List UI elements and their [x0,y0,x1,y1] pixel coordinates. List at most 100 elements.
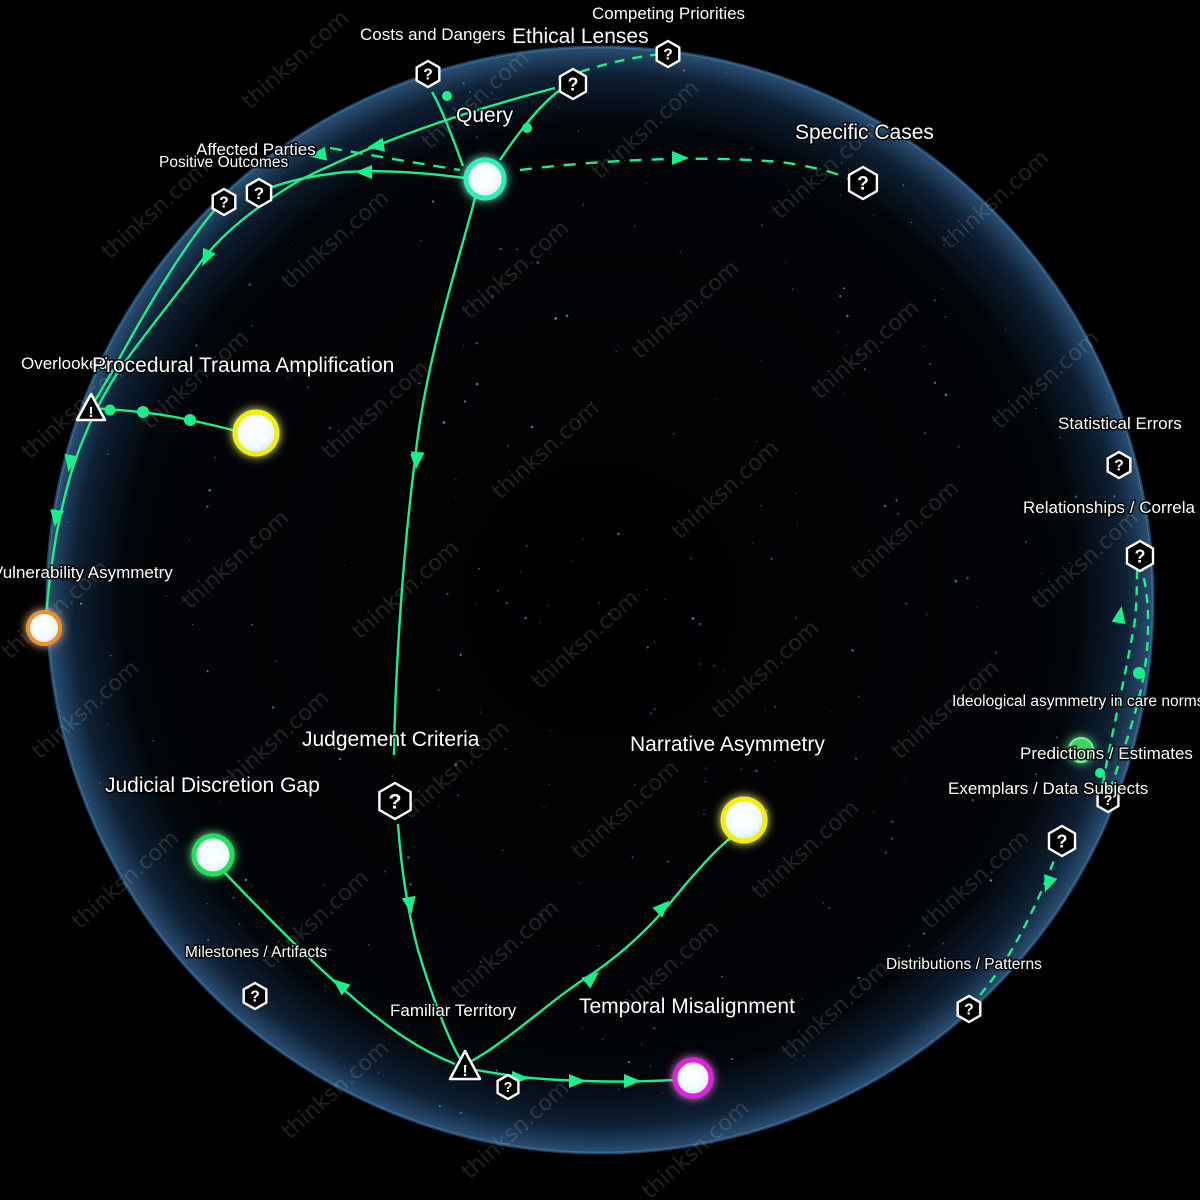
star [418,382,420,385]
relationships-icon[interactable]: ? [1125,539,1155,573]
star [828,907,830,909]
star [724,739,727,742]
star [618,1088,620,1090]
star [759,504,763,507]
label-competing-priorities: Competing Priorities [592,4,745,23]
positive-outcomes-icon[interactable]: ? [211,187,237,217]
milestones-icon[interactable]: ? [242,981,268,1011]
star [604,978,606,980]
edge-judicial-to-familiar [223,871,456,1066]
star [721,975,723,978]
procedural-trauma-node[interactable] [232,409,280,457]
star [598,601,601,604]
star [460,1111,463,1114]
competing-priorities-icon[interactable]: ? [655,39,681,69]
label-overlooked: Overlooked [21,354,108,373]
star [755,769,758,773]
judicial-discretion-node[interactable] [191,833,235,877]
star [664,598,666,600]
label-layer: Competing Priorities Costs and Dangers E… [0,3,1200,1022]
star [933,299,936,302]
star [479,711,482,714]
ethical-lenses-icon[interactable]: ? [558,67,588,101]
star [525,545,528,548]
query-node[interactable] [463,157,507,201]
label-narrative-asymmetry: Narrative Asymmetry [630,733,825,756]
edge-distributions-to-exemplars [979,857,1057,996]
warning-icon[interactable]: ! [448,1049,482,1081]
star [1034,407,1037,410]
judgement-criteria-icon[interactable]: ? [378,781,412,821]
star [1068,562,1071,565]
statistical-errors-icon[interactable]: ? [1106,450,1132,480]
question-mark-glyph: ? [663,46,673,63]
star [446,592,449,596]
costs-dangers-icon[interactable]: ? [415,59,441,89]
label-familiar-territory: Familiar Territory [390,1001,517,1020]
warning-icon[interactable]: ! [75,392,107,422]
edge-dot [184,414,196,426]
star [407,856,410,859]
question-mark-glyph: ? [1135,546,1146,566]
star [941,942,945,945]
star [232,896,235,899]
edge-query-to-ethical-lenses [499,89,561,161]
star [691,617,695,620]
star [878,570,880,572]
star [837,331,839,333]
star [649,712,653,715]
predictions-icon[interactable]: ? [1047,824,1077,858]
star [725,71,727,73]
exemplars-icon[interactable]: ? [1096,786,1120,814]
star [543,807,545,809]
star [843,392,845,395]
vulnerability-asymmetry-node[interactable] [26,610,62,646]
star [206,670,209,673]
star [518,474,520,476]
star [910,221,912,223]
star [287,376,289,379]
star [994,651,998,654]
star [768,161,772,165]
star [796,522,799,525]
star [546,605,549,607]
label-relationships: Relationships / Correla [1023,498,1196,517]
star [722,670,725,672]
star [801,998,803,1000]
star [442,421,446,424]
star [437,689,440,691]
star [941,287,943,289]
star [689,557,693,560]
star [839,295,842,298]
narrative-asymmetry-node[interactable] [720,796,768,844]
star [923,932,926,935]
star [463,344,465,346]
edge-dot [442,91,452,101]
affected-parties-icon[interactable]: ? [245,177,273,209]
star [643,999,645,1002]
temporal-misalignment-node[interactable] [672,1057,714,1099]
star [873,811,875,813]
question-mark-glyph: ? [1104,793,1113,809]
star [578,882,581,884]
star [857,977,860,980]
star [846,344,848,346]
warning-nodes: ! ! [75,392,482,1081]
edge-arrow [672,151,689,165]
ideological-asymmetry-node[interactable] [1068,737,1094,763]
star [536,261,539,264]
star [977,668,979,671]
star [649,1065,652,1067]
label-procedural-trauma: Procedural Trauma Amplification [92,354,394,377]
star [759,360,762,362]
star [272,706,275,709]
star [455,478,457,480]
specific-cases-icon[interactable]: ? [847,165,879,201]
label-query: Query [456,104,514,127]
distributions-icon[interactable]: ? [956,994,982,1024]
star [971,799,975,802]
familiar-territory-icon[interactable]: ? [496,1073,520,1101]
star [679,251,682,254]
warning-icon-glyph: ! [89,404,94,421]
